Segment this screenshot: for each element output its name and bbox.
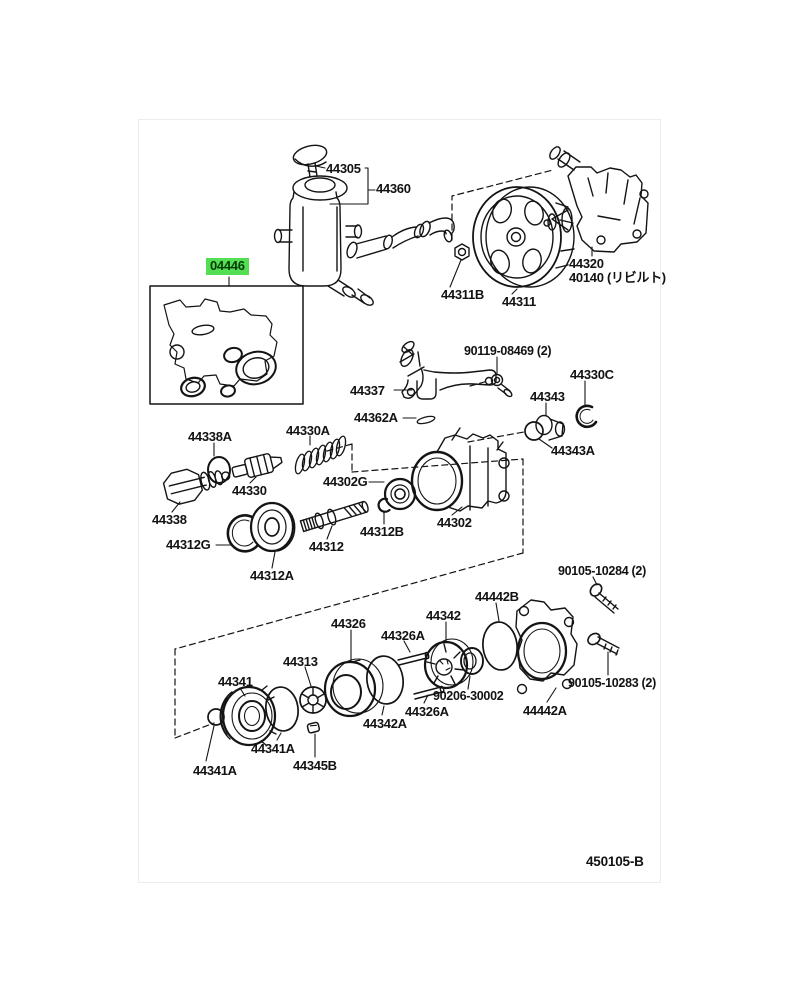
pin-44326a-lower-drawing <box>413 685 445 700</box>
part-label-44312[interactable]: 44312 <box>309 539 344 554</box>
oring-44343a-drawing <box>524 421 544 441</box>
oring-44342a-drawing <box>366 655 404 705</box>
part-label-44326[interactable]: 44326 <box>331 616 366 631</box>
part-label-44312g[interactable]: 44312G <box>166 537 211 552</box>
part-label-44330a[interactable]: 44330A <box>286 423 330 438</box>
oring-44442b-drawing <box>482 621 518 671</box>
cam-ring-44326-drawing <box>323 658 384 718</box>
pin-44326a-upper-drawing <box>397 651 430 666</box>
part-label-44342a[interactable]: 44342A <box>363 716 407 731</box>
hose-drawing <box>346 217 455 259</box>
shaft-44312-drawing <box>299 500 369 533</box>
part-label-44360[interactable]: 44360 <box>376 181 411 196</box>
drawing-code: 450105-B <box>586 854 644 869</box>
bearing-44302g-drawing <box>383 477 417 511</box>
dashed-links <box>174 169 554 739</box>
part-label-44343a[interactable]: 44343A <box>551 443 595 458</box>
part-label-44338a[interactable]: 44338A <box>188 429 232 444</box>
part-label-44442a[interactable]: 44442A <box>523 703 567 718</box>
gasket-44362a-drawing <box>416 415 436 425</box>
plate-44341-drawing <box>219 685 277 747</box>
part-label-44311b[interactable]: 44311B <box>441 287 485 302</box>
nut-drawing <box>454 243 470 261</box>
cover-44442a-drawing <box>515 599 578 695</box>
part-label-40140-rebuilt[interactable]: 40140 (リビルト) <box>569 270 666 285</box>
part-label-44326a-lower[interactable]: 44326A <box>405 704 449 719</box>
part-label-44302[interactable]: 44302 <box>437 515 472 530</box>
suction-tube-drawing <box>399 340 497 400</box>
reservoir-drawing <box>273 144 374 306</box>
part-label-44312b[interactable]: 44312B <box>360 524 404 539</box>
pump-assy-drawing <box>543 146 649 253</box>
part-label-04446-selected[interactable]: 04446 <box>206 258 249 276</box>
rotor-44342-drawing <box>423 638 474 690</box>
part-label-44345b[interactable]: 44345B <box>293 758 337 773</box>
clip-44312b-drawing <box>377 497 391 513</box>
oring-44341a-large-drawing <box>265 686 299 732</box>
part-label-44305[interactable]: 44305 <box>326 161 361 176</box>
leader-lines <box>171 165 609 762</box>
seat-90206-drawing <box>460 647 484 675</box>
part-label-44341a-mid[interactable]: 44341A <box>251 741 295 756</box>
pump-body-44302-drawing <box>410 427 510 512</box>
hub-44312a-drawing <box>249 501 296 553</box>
part-label-44330[interactable]: 44330 <box>232 483 267 498</box>
part-label-90206-30002[interactable]: 90206-30002 <box>433 689 504 703</box>
part-label-44302g[interactable]: 44302G <box>323 474 368 489</box>
part-label-44337[interactable]: 44337 <box>350 383 385 398</box>
bolt-90105-10283-drawing <box>587 632 620 656</box>
part-label-44312a[interactable]: 44312A <box>250 568 294 583</box>
part-label-44343[interactable]: 44343 <box>530 389 565 404</box>
part-label-90119-08469[interactable]: 90119-08469 (2) <box>464 344 552 358</box>
rotor-44313-drawing <box>299 686 327 714</box>
part-label-44326a-upper[interactable]: 44326A <box>381 628 425 643</box>
part-label-44311[interactable]: 44311 <box>502 294 536 309</box>
part-label-44342[interactable]: 44342 <box>426 608 461 623</box>
part-label-44341[interactable]: 44341 <box>218 674 253 689</box>
part-label-44313[interactable]: 44313 <box>283 654 318 669</box>
flow-control-valve-drawing <box>231 453 283 478</box>
union-bolt-drawing <box>490 373 513 398</box>
spring-drawing <box>294 435 347 475</box>
valve-44343-drawing <box>535 414 566 441</box>
part-label-44362a[interactable]: 44362A <box>354 410 398 425</box>
part-label-90105-10284[interactable]: 90105-10284 (2) <box>558 564 646 578</box>
snap-ring-44330c-drawing <box>575 404 598 429</box>
bolt-90105-10284-drawing <box>589 583 619 614</box>
part-label-44338[interactable]: 44338 <box>152 512 187 527</box>
oring-44338a-drawing <box>207 456 231 484</box>
plug-44338-drawing <box>162 468 231 505</box>
part-label-44320[interactable]: 44320 <box>569 256 604 271</box>
part-label-44341a-left[interactable]: 44341A <box>193 763 237 778</box>
snap-ring-44312g-drawing <box>226 514 259 553</box>
part-label-44442b[interactable]: 44442B <box>475 589 519 604</box>
pulley-drawing <box>472 186 575 288</box>
part-label-44330c[interactable]: 44330C <box>570 367 614 382</box>
gasket-kit-box-drawing <box>149 285 304 405</box>
part-label-90105-10283[interactable]: 90105-10283 (2) <box>568 676 656 690</box>
key-44345b-drawing <box>306 721 321 734</box>
